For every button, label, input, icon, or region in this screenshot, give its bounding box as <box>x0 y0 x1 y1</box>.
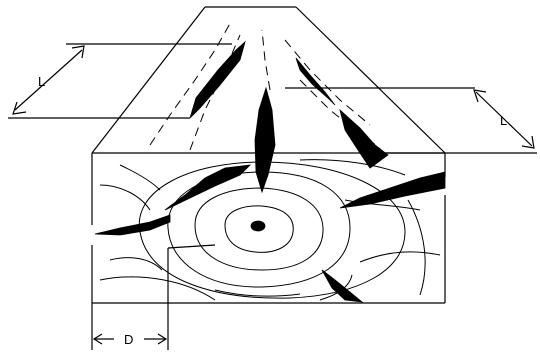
check-end-left <box>95 215 170 235</box>
pith <box>251 221 265 231</box>
check-right-long <box>340 110 388 168</box>
label-L-right: L <box>500 113 507 128</box>
check-end-left-upper <box>165 165 250 210</box>
label-L-left: L <box>38 74 45 89</box>
check-center <box>255 88 275 192</box>
check-top-left <box>190 42 245 118</box>
label-D: D <box>124 332 133 347</box>
ring-4 <box>139 162 405 298</box>
